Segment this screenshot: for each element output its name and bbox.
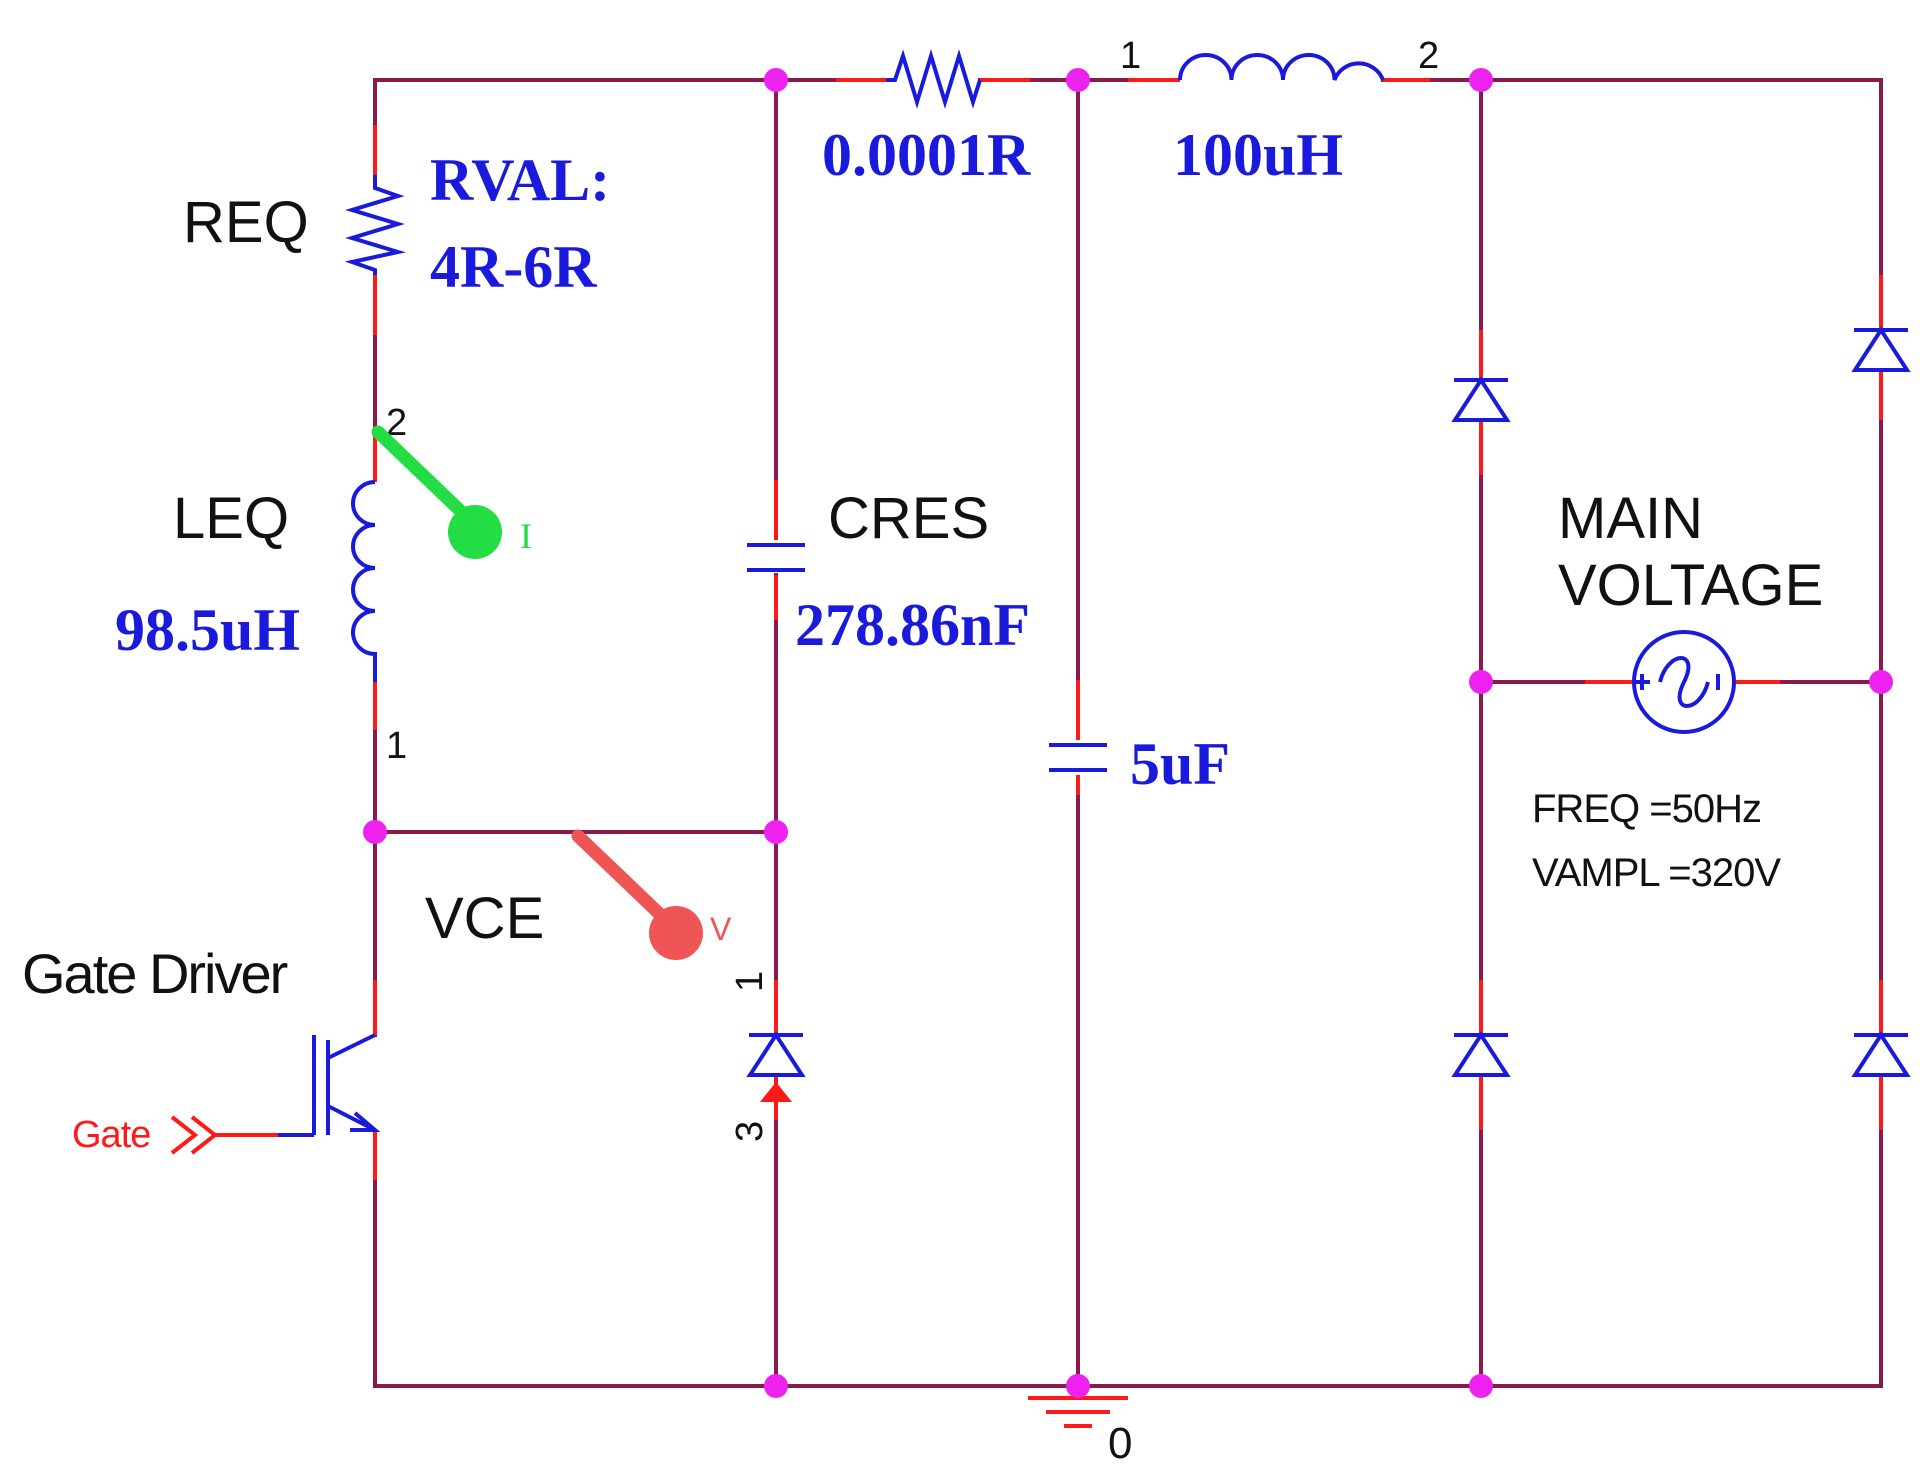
diode-pin-top: 1: [729, 971, 771, 992]
node-junction: [363, 820, 387, 844]
req-value-label-1: RVAL:: [430, 147, 610, 213]
node-junction: [1066, 68, 1090, 92]
component-leads: [373, 78, 1883, 1180]
req-name-label: REQ: [183, 190, 309, 255]
node-junction: [1469, 670, 1493, 694]
leq-pin-top: 2: [386, 402, 407, 444]
node-junction: [1469, 68, 1493, 92]
wires: [373, 78, 1883, 1388]
ground-label: 0: [1108, 1419, 1132, 1468]
series-inductor: [1178, 53, 1385, 81]
node-junction: [764, 820, 788, 844]
current-probe-letter: I: [520, 516, 532, 556]
source-name-line2: VOLTAGE: [1558, 553, 1823, 618]
cres-name-label: CRES: [828, 486, 989, 551]
req-resistor: [344, 175, 406, 275]
series-inductor-pin-left: 1: [1120, 35, 1141, 77]
node-junction: [1066, 1374, 1090, 1398]
voltage-probe[interactable]: [571, 829, 703, 960]
bus-capacitor: [1049, 743, 1107, 772]
node-junction: [764, 68, 788, 92]
diode-pin-bottom: 3: [729, 1121, 771, 1142]
cres-capacitor: [747, 543, 805, 572]
series-inductor-pin-right: 2: [1418, 35, 1439, 77]
source-name-line1: MAIN: [1558, 486, 1703, 551]
series-resistor-value: 0.0001R: [822, 122, 1031, 188]
voltage-probe-letter: V: [710, 911, 732, 947]
node-junction: [1869, 670, 1893, 694]
req-value-label-2: 4R-6R: [430, 234, 597, 300]
node-junction: [1469, 1374, 1493, 1398]
leq-pin-bottom: 1: [386, 725, 407, 767]
source-freq: FREQ =50Hz: [1532, 787, 1761, 831]
gate-label: Gate: [72, 1114, 150, 1156]
cres-value-label: 278.86nF: [795, 592, 1030, 658]
leq-inductor: [351, 480, 377, 682]
current-probe[interactable]: [371, 425, 502, 559]
bridge-diode-bottom-right: [1851, 1031, 1911, 1077]
bus-capacitor-value: 5uF: [1130, 731, 1230, 797]
bridge-diode-bottom-left: [1451, 1031, 1511, 1077]
bridge-diode-top-right: [1851, 326, 1911, 372]
source-vampl: VAMPL =320V: [1532, 851, 1781, 895]
freewheel-diode: [746, 1031, 806, 1102]
vce-label: VCE: [425, 886, 544, 951]
ac-voltage-source: [1632, 630, 1736, 734]
series-inductor-value: 100uH: [1173, 122, 1343, 188]
node-junction: [764, 1374, 788, 1398]
junction-nodes: [363, 68, 1893, 1398]
igbt-transistor: [278, 1033, 381, 1137]
leq-name-label: LEQ: [173, 486, 289, 551]
series-resistor: [886, 49, 982, 109]
gate-connector[interactable]: [170, 1115, 278, 1155]
leq-value-label: 98.5uH: [115, 597, 300, 663]
bridge-diode-top-left: [1451, 376, 1511, 422]
gate-driver-label: Gate Driver: [22, 942, 288, 1005]
